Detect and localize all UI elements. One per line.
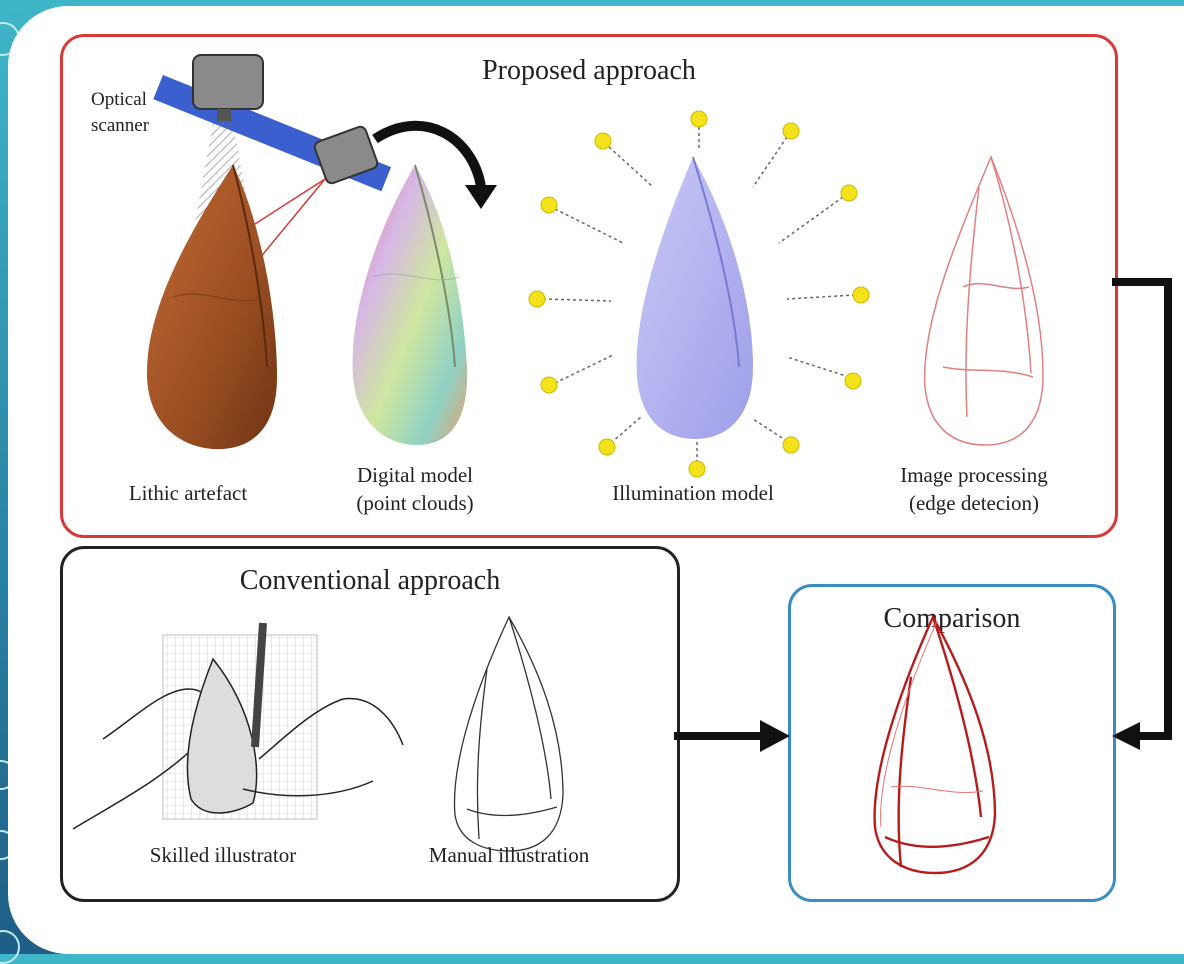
connector-proposed-to-comparison <box>1112 282 1168 736</box>
arrowhead-into-comparison-left-icon <box>760 720 790 752</box>
arrowhead-into-comparison-right-icon <box>1112 722 1140 750</box>
